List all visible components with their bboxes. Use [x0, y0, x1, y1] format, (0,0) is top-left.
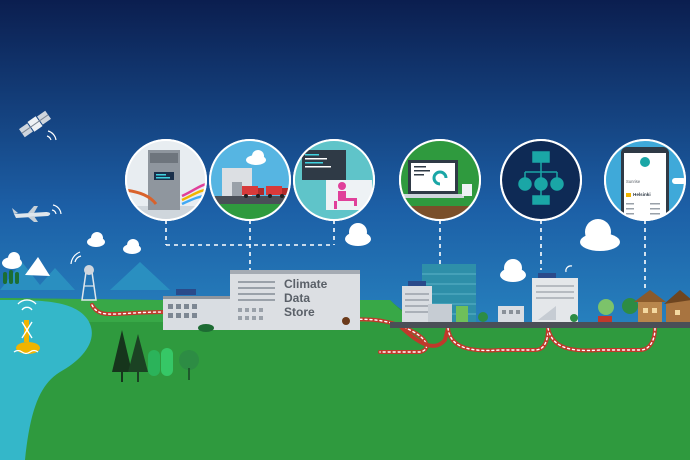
climate-data-store-building: Climate Data Store [230, 270, 360, 330]
satellite-signal [46, 130, 57, 141]
buoy-signal [17, 299, 37, 311]
airplane-icon [12, 206, 51, 222]
forest [112, 330, 199, 382]
store-title-line1: Climate [284, 277, 328, 291]
phone-label: Sunrise [626, 179, 641, 184]
city-platform [390, 322, 690, 328]
grass-land [0, 298, 690, 460]
buoy-icon [13, 320, 40, 355]
weather-station-icon [81, 265, 97, 301]
server-rack-circle [125, 139, 207, 221]
small-trees [3, 270, 19, 284]
phone-place: Helsinki [633, 192, 651, 197]
office-building [163, 289, 231, 332]
smartphone-circle: Sunrise Helsinki [604, 139, 686, 221]
satellite-icon [19, 110, 51, 138]
airplane-signal [51, 204, 62, 215]
computer-user-circle [293, 139, 375, 221]
laptop-circle [399, 139, 481, 221]
houses [598, 290, 690, 322]
store-title-line2: Data [284, 291, 310, 305]
flowchart-circle [500, 139, 582, 221]
mountains [0, 257, 170, 290]
data-connectors [165, 220, 646, 292]
city-buildings [402, 264, 578, 322]
data-cables [90, 303, 657, 354]
store-title-line3: Store [284, 305, 315, 319]
sea [0, 300, 92, 460]
station-signal [70, 251, 82, 265]
data-center-circle [209, 139, 291, 221]
